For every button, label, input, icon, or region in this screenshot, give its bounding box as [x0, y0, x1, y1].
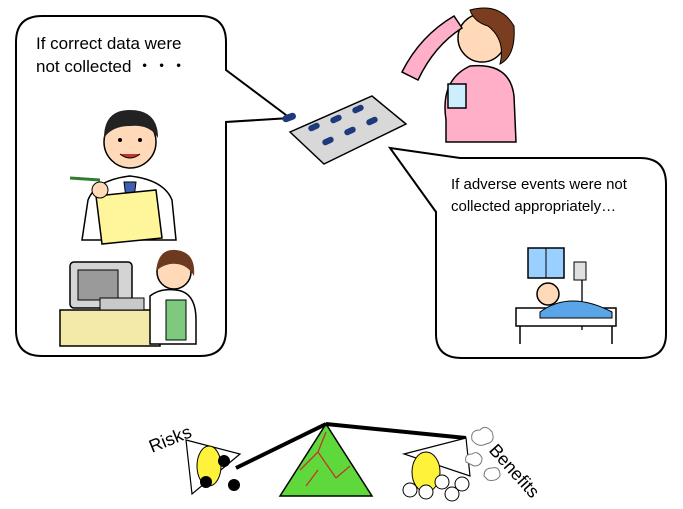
- doctor-with-chart-icon: [69, 110, 177, 245]
- right-bubble-line-2: collected appropriately…: [451, 197, 617, 215]
- data-entry-clerk-icon: [59, 249, 197, 347]
- balance-fulcrum: [278, 422, 374, 497]
- left-bubble-line-2: not collected ・・・: [36, 56, 188, 76]
- risk-benefit-balance-icon: [185, 422, 501, 502]
- left-bubble-line-1: If correct data were: [36, 34, 182, 53]
- balance-beam: [235, 422, 327, 470]
- woman-taking-medicine-icon: [400, 7, 517, 143]
- pill-blister-pack-icon: [282, 95, 408, 165]
- patient-in-hospital-bed-icon: [515, 247, 617, 344]
- right-bubble-line-1: If adverse events were not: [451, 176, 627, 193]
- right-bubble-text: If adverse events were not collected app…: [451, 174, 627, 218]
- left-bubble-text: If correct data were not collected ・・・: [36, 33, 187, 79]
